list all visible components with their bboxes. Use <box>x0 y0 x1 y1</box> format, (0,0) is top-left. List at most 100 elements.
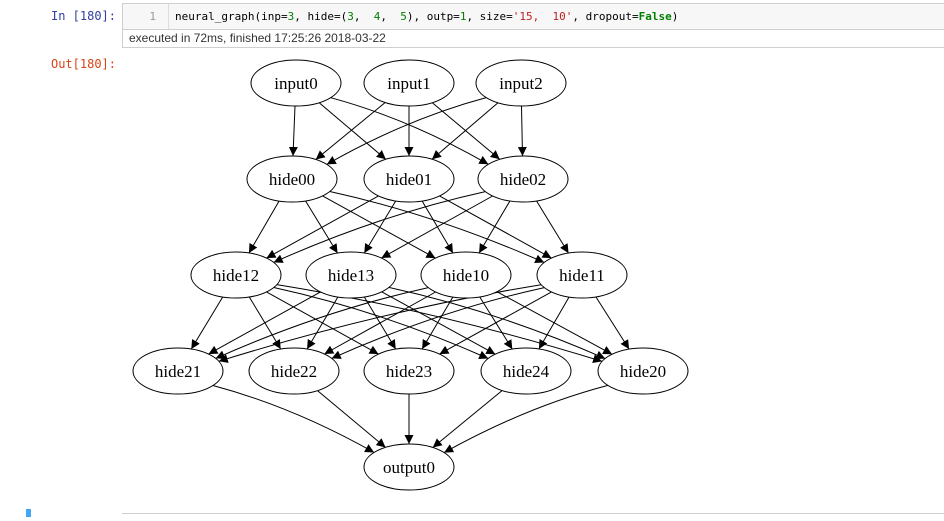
node-label: hide02 <box>500 170 546 189</box>
edge-input1-hide00 <box>315 102 386 160</box>
edge-hide02-hide10 <box>478 200 511 254</box>
node-ellipse <box>420 251 512 299</box>
code-token: 5 <box>400 10 407 23</box>
code-token: , dropout= <box>572 10 639 23</box>
node-label: hide23 <box>386 362 432 381</box>
node-label: hide20 <box>620 362 666 381</box>
line-number: 1 <box>149 10 156 23</box>
edge-input1-hide02 <box>431 102 501 160</box>
node-input1: input1 <box>363 59 455 107</box>
edge-hide11-hide20 <box>595 296 630 350</box>
node-label: hide01 <box>386 170 432 189</box>
node-ellipse <box>248 347 340 395</box>
node-hide13: hide13 <box>305 251 397 299</box>
node-label: hide12 <box>213 266 259 285</box>
node-label: hide24 <box>503 362 550 381</box>
node-ellipse <box>363 59 455 107</box>
node-label: input2 <box>499 74 542 93</box>
edge-input2-hide01 <box>431 102 499 160</box>
node-ellipse <box>305 251 397 299</box>
node-hide02: hide02 <box>477 155 569 203</box>
edge-hide00-hide12 <box>248 200 280 254</box>
node-input2: input2 <box>475 59 567 107</box>
edge-hide01-hide12 <box>266 195 379 259</box>
node-ellipse <box>477 155 569 203</box>
edge-hide24-output0 <box>432 390 503 448</box>
edge-hide11-hide22 <box>331 287 545 359</box>
edge-hide22-output0 <box>317 390 386 448</box>
node-ellipse <box>363 155 455 203</box>
edge-input2-hide00 <box>326 97 487 165</box>
code-token: 3 <box>287 10 295 23</box>
code-token: ) <box>671 10 679 23</box>
node-hide10: hide10 <box>420 251 512 299</box>
next-cell-selected-bar[interactable] <box>26 509 31 517</box>
edge-hide11-hide21 <box>218 284 542 363</box>
node-ellipse <box>132 347 224 395</box>
edge-hide00-hide11 <box>329 191 545 263</box>
node-ellipse <box>475 59 567 107</box>
edges <box>190 97 630 454</box>
line-number-gutter: 1 <box>123 4 169 29</box>
code-line[interactable]: neural_graph(inp=3, hide=(3, 4, 5), outp… <box>175 10 678 23</box>
edge-hide01-hide13 <box>363 200 397 254</box>
code-token: '15, 10' <box>512 10 573 23</box>
node-ellipse <box>363 347 455 395</box>
node-ellipse <box>190 251 282 299</box>
output-prompt: Out[180]: <box>50 57 116 71</box>
node-label: hide11 <box>559 266 605 285</box>
node-label: input0 <box>274 74 317 93</box>
edge-hide02-hide13 <box>381 195 493 259</box>
node-hide12: hide12 <box>190 251 282 299</box>
edge-hide11-hide23 <box>439 291 552 355</box>
node-ellipse <box>246 155 338 203</box>
code-token: False <box>638 10 672 23</box>
node-label: output0 <box>383 458 435 477</box>
edge-input2-hide02 <box>517 105 527 157</box>
code-token: neural_graph(inp= <box>175 10 288 23</box>
node-hide01: hide01 <box>363 155 455 203</box>
node-label: hide21 <box>155 362 201 381</box>
edge-hide02-hide11 <box>536 200 569 254</box>
node-hide11: hide11 <box>536 251 628 299</box>
code-cell[interactable]: 1 neural_graph(inp=3, hide=(3, 4, 5), ou… <box>122 3 944 30</box>
node-label: hide00 <box>269 170 315 189</box>
edge-hide11-hide24 <box>538 296 570 350</box>
edge-hide13-hide20 <box>388 286 606 360</box>
edge-hide10-hide21 <box>215 287 429 359</box>
edge-hide01-hide11 <box>439 195 552 259</box>
node-ellipse <box>363 443 455 491</box>
node-ellipse <box>536 251 628 299</box>
node-label: hide13 <box>328 266 374 285</box>
code-token: , <box>380 10 401 23</box>
node-ellipse <box>250 59 342 107</box>
next-cell[interactable] <box>122 513 944 517</box>
node-hide23: hide23 <box>363 347 455 395</box>
execution-time-info: executed in 72ms, finished 17:25:26 2018… <box>122 30 944 48</box>
code-token: , <box>353 10 374 23</box>
node-hide20: hide20 <box>597 347 689 395</box>
node-hide00: hide00 <box>246 155 338 203</box>
node-hide22: hide22 <box>248 347 340 395</box>
edge-hide13-hide21 <box>208 291 321 355</box>
code-token: 1 <box>459 10 467 23</box>
node-ellipse <box>480 347 572 395</box>
node-label: input1 <box>387 74 430 93</box>
edge-input0-hide00 <box>288 105 298 157</box>
node-label: hide10 <box>443 266 489 285</box>
edge-hide10-hide22 <box>324 291 436 355</box>
node-output0: output0 <box>363 443 455 491</box>
code-token: 3 <box>347 10 354 23</box>
node-input0: input0 <box>250 59 342 107</box>
edge-hide20-output0 <box>443 384 609 454</box>
code-token: ), outp= <box>406 10 460 23</box>
node-hide21: hide21 <box>132 347 224 395</box>
node-label: hide22 <box>271 362 317 381</box>
edge-hide02-hide12 <box>273 191 486 263</box>
code-token: 4 <box>373 10 381 23</box>
edge-hide13-hide22 <box>306 296 339 350</box>
edge-hide21-output0 <box>212 385 375 453</box>
node-hide24: hide24 <box>480 347 572 395</box>
